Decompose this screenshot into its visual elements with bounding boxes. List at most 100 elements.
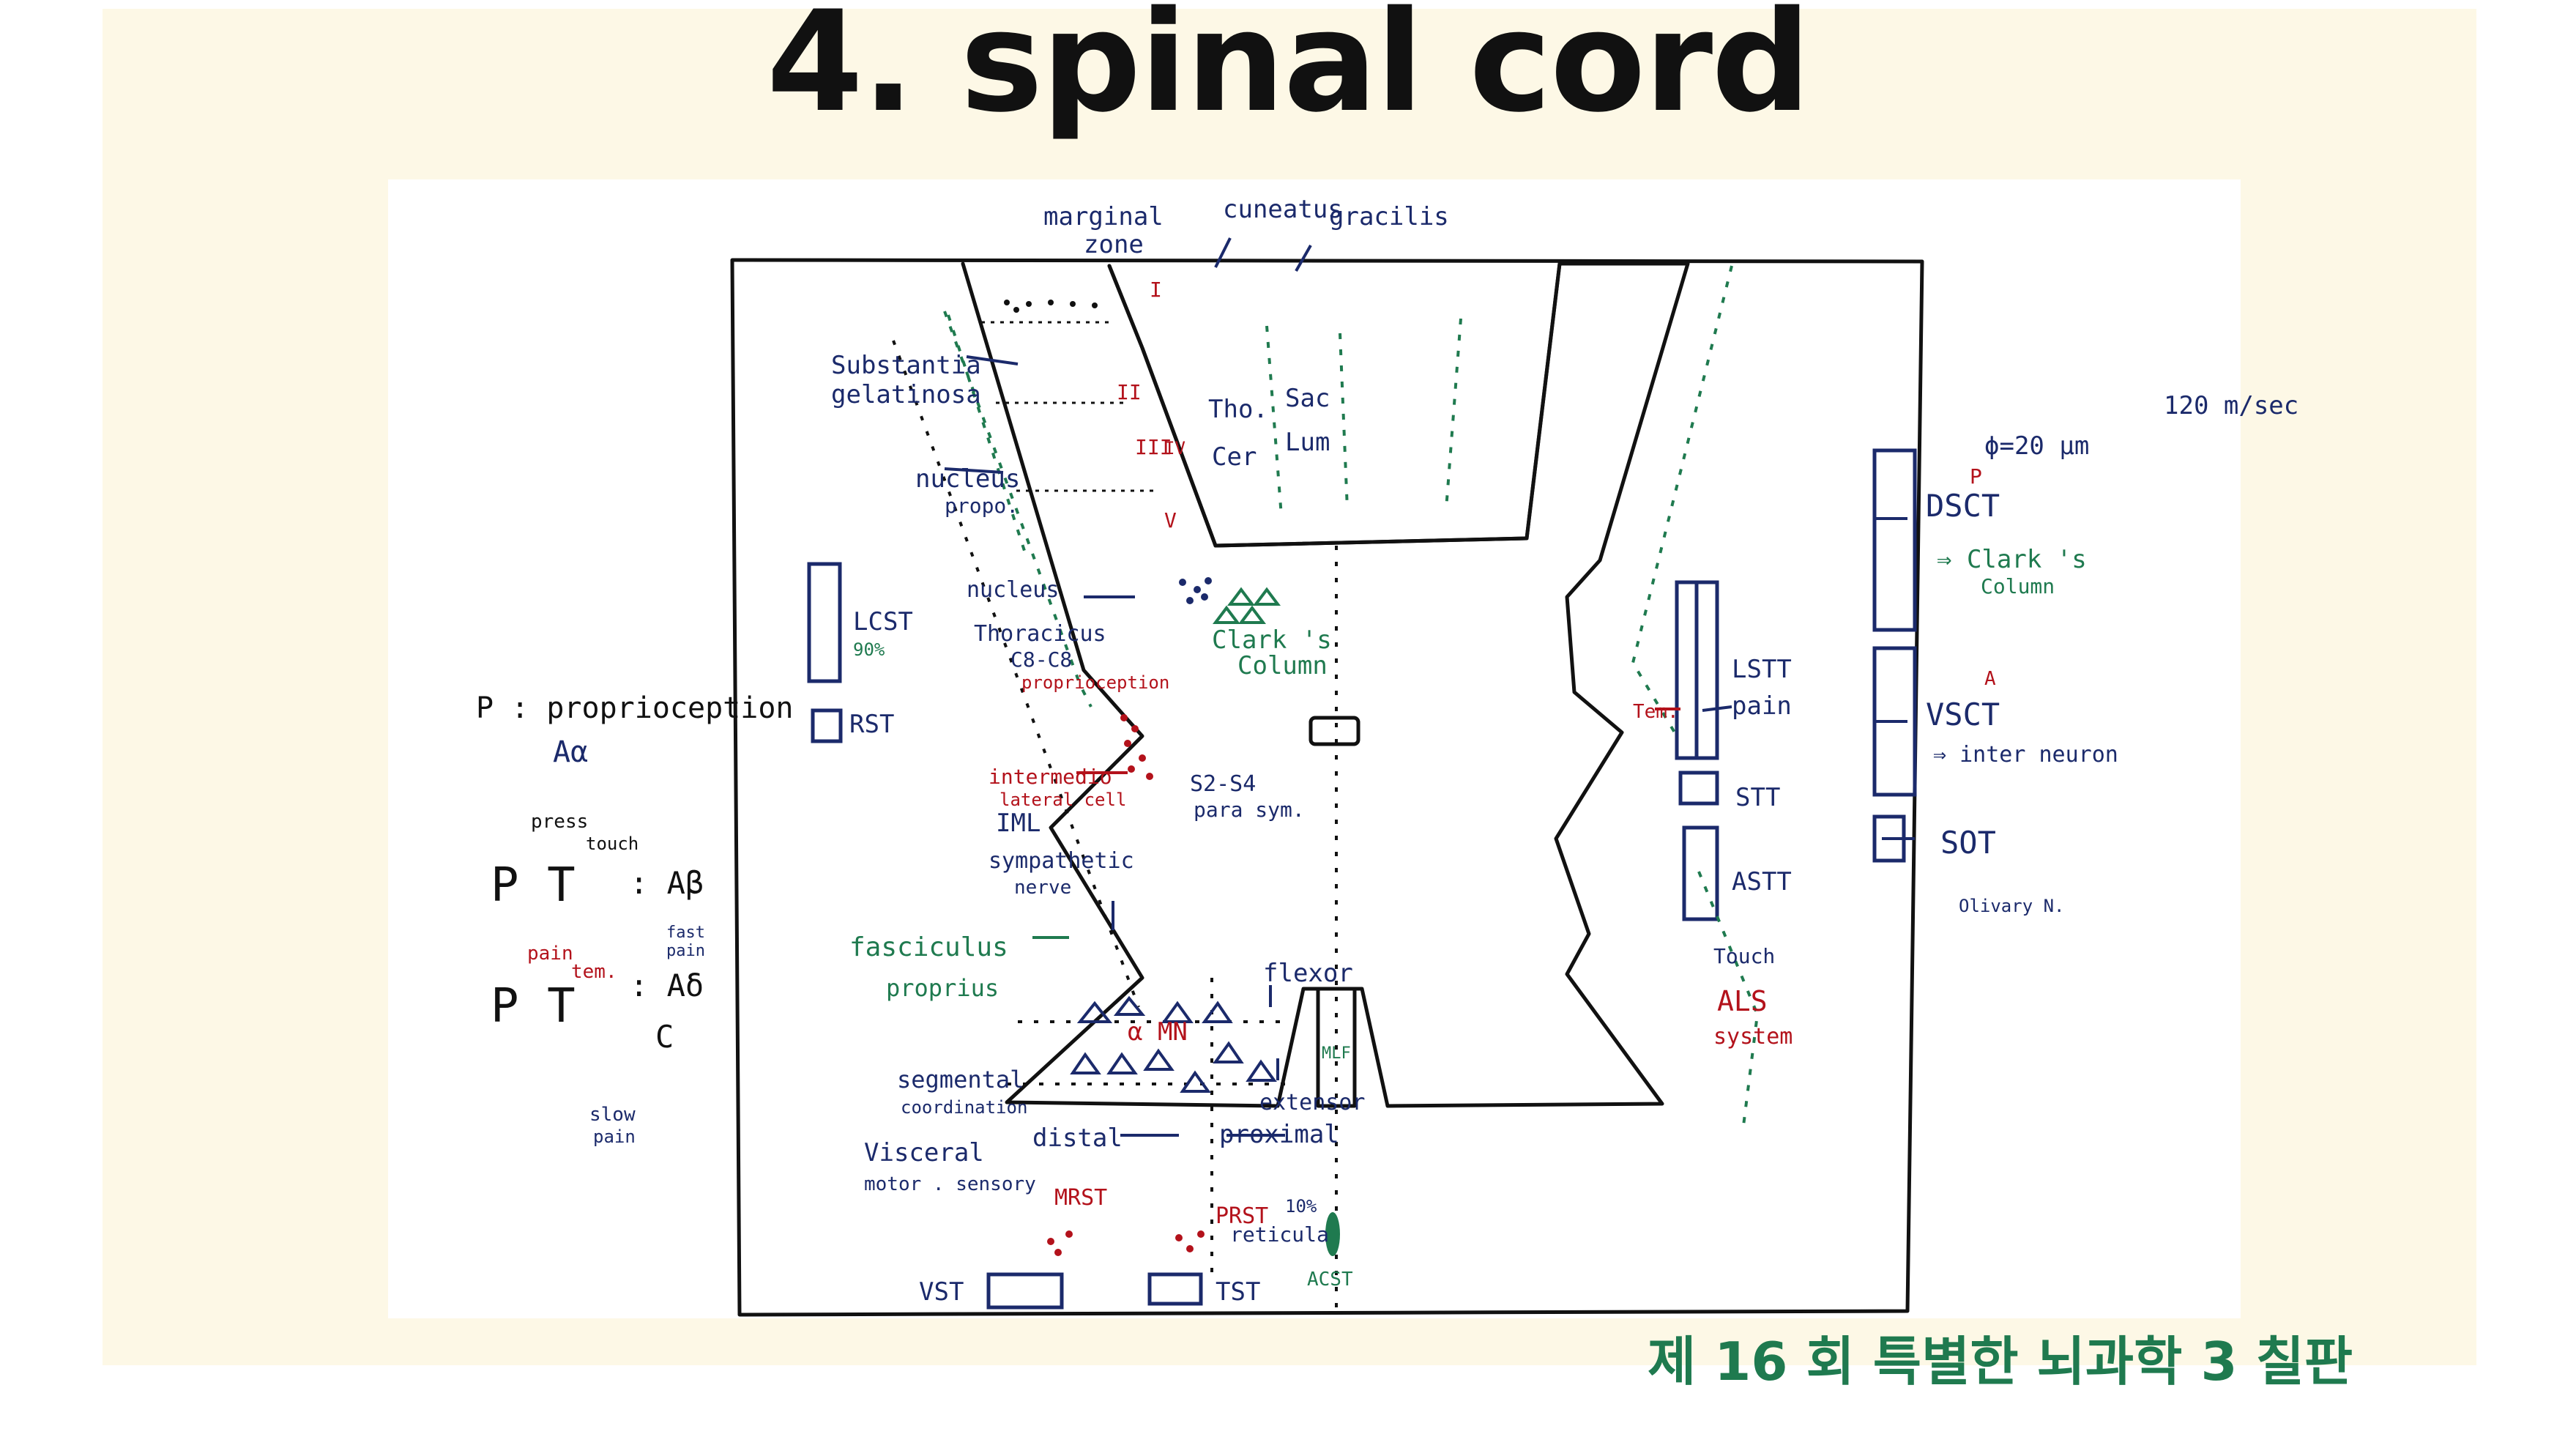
- reticula-label: reticula: [1230, 1222, 1329, 1247]
- vst-label: VST: [919, 1277, 964, 1307]
- legend-touch: touch: [586, 833, 639, 854]
- nucleus-thor-label: nucleus: [967, 577, 1059, 603]
- visceral-label: Visceral: [864, 1138, 984, 1167]
- nucleus-propo-label: nucleus: [915, 464, 1020, 494]
- clarks-column-label-2: Column: [1237, 651, 1328, 680]
- vsct-label: VSCT: [1926, 697, 2000, 732]
- clarks-column-label: Clark 's: [1212, 625, 1332, 655]
- cuneatus-label: cuneatus: [1223, 195, 1343, 224]
- stt-label: STT: [1735, 783, 1780, 812]
- cord-outline: [730, 258, 1924, 1317]
- thoracicus-label: Thoracicus: [974, 621, 1106, 647]
- lum-label: Lum: [1285, 428, 1330, 457]
- legend-p-proprio: P : proprioception: [476, 691, 793, 725]
- lstt-label: LSTT: [1732, 655, 1792, 684]
- acst-marker: [1325, 1212, 1340, 1256]
- marginal-label: marginal: [1043, 202, 1164, 231]
- mlf-label: MLF: [1322, 1044, 1351, 1063]
- sac-label: Sac: [1285, 384, 1330, 413]
- zone-label: zone: [1084, 230, 1144, 259]
- legend-c: C: [655, 1019, 674, 1055]
- olivary-label: Olivary N.: [1959, 896, 2065, 916]
- cer-label: Cer: [1212, 442, 1257, 472]
- slide-title: 4. spinal cord: [766, 0, 1811, 143]
- speed-label: 120 m/sec: [2164, 391, 2298, 420]
- tst-box: [1147, 1272, 1203, 1306]
- distal-label: distal: [1032, 1124, 1123, 1153]
- legend-a-alpha: Aα: [553, 735, 588, 769]
- mrst-label: MRST: [1054, 1185, 1107, 1211]
- dsct-box: [1872, 448, 1917, 632]
- legend-pt1: P T: [491, 858, 576, 913]
- propo-label: propo.: [945, 494, 1019, 518]
- proprioception-red-label: proprioception: [1021, 672, 1169, 693]
- lcst-box: [807, 562, 842, 683]
- vst-box: [986, 1272, 1064, 1310]
- legend-fast-pain: pain: [666, 942, 705, 960]
- legend-a-delta: : Aδ: [630, 968, 704, 1003]
- astt-label: ASTT: [1732, 867, 1792, 896]
- fasciculus-label: fasciculus: [849, 932, 1008, 962]
- legend-tem: tem.: [571, 961, 617, 983]
- legend-fast: fast: [666, 924, 705, 942]
- legend-slow: slow: [589, 1104, 636, 1126]
- inter-neuron-label: ⇒ inter neuron: [1933, 742, 2118, 768]
- spinal-cord-drawing: marginal zone cuneatus gracilis Substant…: [388, 179, 2298, 1318]
- rst-box: [811, 708, 843, 743]
- lamina-iv: IV: [1164, 438, 1185, 458]
- lamina-v: V: [1164, 508, 1177, 532]
- legend-press: press: [531, 811, 588, 833]
- prst-label: PRST: [1216, 1203, 1268, 1229]
- astt-box: [1682, 825, 1719, 921]
- tho-label: Tho.: [1208, 395, 1268, 424]
- gelatinosa-label: gelatinosa: [831, 380, 981, 409]
- sympathetic-label: sympathetic: [989, 848, 1134, 874]
- gracilis-label: gracilis: [1329, 202, 1449, 231]
- lcst-pct-label: 90%: [853, 639, 885, 660]
- s2-s4-label: S2-S4: [1190, 771, 1256, 797]
- p-label: P: [1970, 464, 1982, 489]
- lcst-label: LCST: [853, 607, 913, 636]
- clarks-column-right-2: Column: [1981, 574, 2055, 598]
- legend-pain: pain: [527, 943, 573, 965]
- diameter-label: ϕ=20 μm: [1984, 431, 2089, 461]
- central-canal: [1309, 716, 1360, 746]
- legend-slow-pain: pain: [593, 1126, 636, 1147]
- dsct-label: DSCT: [1926, 488, 2000, 524]
- flexor-label: flexor: [1263, 959, 1353, 988]
- intermedio-label: intermedio: [989, 765, 1112, 789]
- segmental-label: segmental: [897, 1066, 1024, 1094]
- substantia-label: Substantia: [831, 351, 981, 380]
- footer-caption: 제 16 회 특별한 뇌과학 3 칠판: [1648, 1331, 2353, 1392]
- als-label: ALS: [1717, 985, 1768, 1017]
- ten-pct-label: 10%: [1285, 1196, 1317, 1217]
- a-label: A: [1984, 668, 1996, 690]
- extensor-label: extensor: [1259, 1090, 1366, 1115]
- parasym-label: para sym.: [1194, 798, 1305, 822]
- lamina-iii: III: [1135, 435, 1172, 459]
- mlf-box: [1316, 987, 1357, 1108]
- tem-right-label: Tem.: [1633, 701, 1679, 723]
- touch-label: Touch: [1713, 944, 1775, 968]
- c8-label: C8-C8: [1010, 647, 1072, 672]
- pain-right-label: pain: [1732, 691, 1792, 721]
- proximal-label: proximal: [1219, 1120, 1339, 1149]
- lamina-i: I: [1150, 278, 1162, 302]
- proprius-label: proprius: [886, 974, 999, 1002]
- nerve-label: nerve: [1014, 877, 1071, 899]
- tst-label: TST: [1216, 1277, 1260, 1307]
- stt-box: [1678, 771, 1719, 806]
- sot-label: SOT: [1940, 825, 1996, 861]
- acst-label: ACST: [1307, 1269, 1353, 1291]
- lateral-cell-label: lateral cell: [999, 790, 1126, 810]
- rst-label: RST: [849, 710, 894, 739]
- coordination-label: coordination: [901, 1097, 1027, 1118]
- system-label: system: [1713, 1024, 1793, 1050]
- clarks-column-right: ⇒ Clark 's: [1937, 545, 2087, 574]
- lamina-ii: II: [1117, 380, 1142, 404]
- legend-pt2: P T: [491, 979, 576, 1033]
- alpha-mn-label: α MN: [1128, 1017, 1188, 1047]
- motor-sensory-label: motor . sensory: [864, 1173, 1036, 1195]
- iml-label: IML: [996, 809, 1041, 838]
- legend-a-beta: : Aβ: [630, 865, 704, 901]
